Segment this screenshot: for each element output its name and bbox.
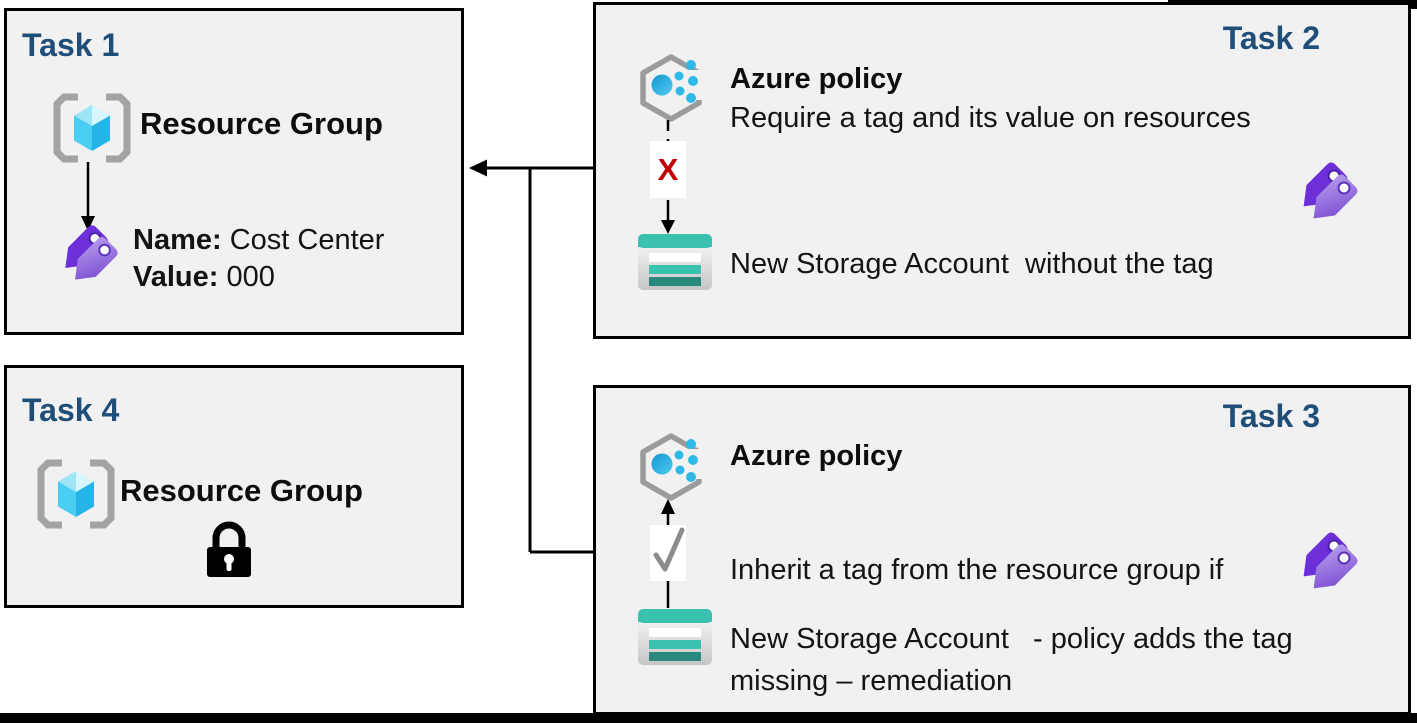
deny-patch: X bbox=[650, 141, 686, 198]
arrow-down-icon bbox=[81, 162, 95, 231]
check-icon bbox=[653, 527, 685, 572]
deny-x-marker: X bbox=[657, 151, 679, 187]
policy-description: Inherit a tag from the resource group if… bbox=[730, 478, 1223, 723]
task4-title: Task 4 bbox=[22, 392, 120, 428]
task1-title: Task 1 bbox=[22, 27, 120, 63]
resource-group-icon bbox=[52, 92, 132, 164]
policy-title: Azure policy bbox=[730, 440, 903, 472]
tag-icon bbox=[56, 222, 121, 286]
arrow-down-icon bbox=[661, 200, 675, 234]
policy-title: Azure policy bbox=[730, 63, 903, 95]
task2-title: Task 2 bbox=[1222, 20, 1320, 56]
tag-value-label: Value: bbox=[133, 261, 219, 293]
tag-details: Name: Cost Center Value: 000 bbox=[133, 222, 384, 296]
azure-policy-icon bbox=[638, 54, 704, 122]
tag-name-label: Name: bbox=[133, 224, 222, 256]
storage-label: New Storage Account without the tag bbox=[730, 248, 1214, 280]
resource-group-icon bbox=[36, 458, 116, 530]
tag-value-line: Value: 000 bbox=[133, 259, 384, 296]
storage-account-icon bbox=[638, 234, 712, 290]
task1-panel: Task 1 Resource Group Name: Cost Center … bbox=[4, 8, 464, 335]
resource-group-label: Resource Group bbox=[120, 473, 363, 508]
bottom-accent-bar bbox=[0, 713, 1417, 723]
azure-policy-icon bbox=[638, 433, 704, 501]
task3-title: Task 3 bbox=[1222, 398, 1320, 434]
arrow-left-head bbox=[469, 159, 487, 177]
resource-group-label: Resource Group bbox=[140, 106, 383, 141]
task3-panel: Task 3 Azure policy Inherit a tag from t… bbox=[593, 385, 1411, 715]
task2-panel: Task 2 Azure policy Require a tag and it… bbox=[593, 2, 1411, 339]
check-patch bbox=[650, 525, 686, 581]
tag-icon bbox=[1294, 159, 1361, 224]
storage-label: New Storage Account - policy adds the ta… bbox=[730, 623, 1293, 655]
task4-panel: Task 4 Resource Group bbox=[4, 365, 464, 608]
tag-name-line: Name: Cost Center bbox=[133, 222, 384, 259]
storage-account-icon bbox=[638, 609, 712, 665]
tag-value-value: 000 bbox=[218, 261, 275, 293]
tag-icon bbox=[1294, 529, 1361, 594]
tag-name-value: Cost Center bbox=[221, 224, 385, 256]
policy-description-line1: Inherit a tag from the resource group if bbox=[730, 554, 1224, 586]
policy-description-line2: missing – remediation bbox=[730, 665, 1013, 697]
policy-description: Require a tag and its value on resources bbox=[730, 102, 1251, 134]
lock-icon bbox=[206, 520, 252, 578]
